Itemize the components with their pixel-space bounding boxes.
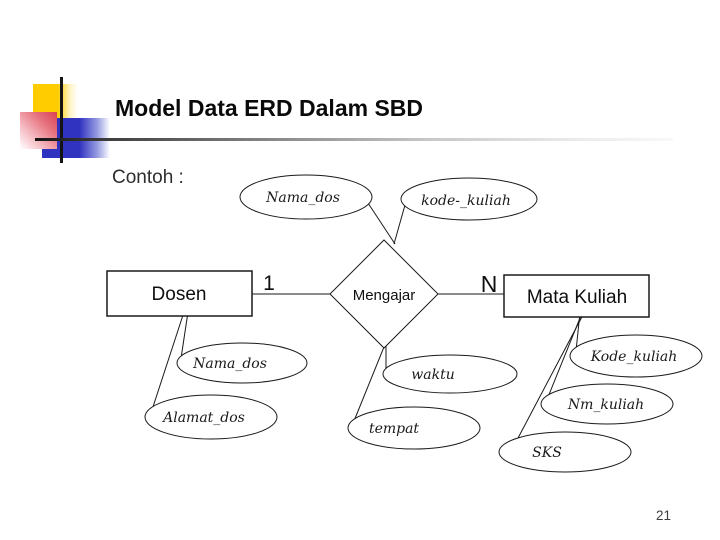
attribute-ellipse-rel-nama-dos [239, 174, 373, 220]
attribute-ellipse-rel-tempat [347, 406, 481, 450]
attribute-label-mk-sks: SKS [532, 445, 562, 461]
relationship-diamond-mengajar [329, 239, 439, 349]
cardinality-left: 1 [263, 272, 275, 295]
attribute-label-mk-nm-kuliah: Nm_kuliah [567, 397, 644, 413]
attribute-label-rel-tempat: tempat [369, 421, 419, 437]
line-dosen-alamatdos [149, 311, 185, 417]
attribute-ellipse-dosen-alamat-dos [144, 394, 278, 440]
attribute-ellipse-rel-waktu [382, 354, 518, 394]
attribute-ellipse-mk-nm-kuliah [540, 383, 674, 425]
relationship-label-mengajar: Mengajar [353, 287, 416, 304]
attribute-label-dosen-alamat-dos: Alamat_dos [161, 410, 245, 426]
entity-label-mata-kuliah: Mata Kuliah [527, 287, 627, 308]
line-mengajar-tempat [353, 341, 387, 422]
slide-title: Model Data ERD Dalam SBD [115, 95, 424, 121]
attribute-label-mk-kode-kuliah: Kode_kuliah [590, 349, 678, 365]
page-number: 21 [656, 508, 672, 523]
logo-pink-square [20, 112, 57, 149]
attribute-label-rel-waktu: waktu [411, 367, 454, 383]
cardinality-right: N [481, 271, 498, 297]
attribute-ellipse-dosen-nama-dos [176, 342, 308, 384]
attribute-label-dosen-nama-dos: Nama_dos [192, 356, 267, 372]
example-label: Contoh : [112, 167, 184, 188]
line-namados-mengajar [365, 199, 396, 245]
entity-box-dosen [106, 270, 253, 317]
attribute-ellipse-mk-sks [498, 431, 632, 473]
attribute-label-rel-kode-kuliah: kode-_kuliah [421, 193, 511, 209]
attribute-label-rel-nama-dos: Nama_dos [265, 190, 340, 206]
logo-vertical-line [60, 77, 63, 163]
entity-label-dosen: Dosen [152, 284, 207, 305]
attribute-ellipse-mk-kode-kuliah [569, 334, 703, 378]
connector-lines [149, 199, 585, 441]
title-divider [35, 138, 673, 141]
line-matakuliah-sks [516, 312, 585, 441]
line-kodekuliah-mengajar [393, 204, 406, 245]
entity-box-mata-kuliah [503, 274, 650, 318]
attribute-ellipse-rel-kode-kuliah [400, 177, 538, 221]
